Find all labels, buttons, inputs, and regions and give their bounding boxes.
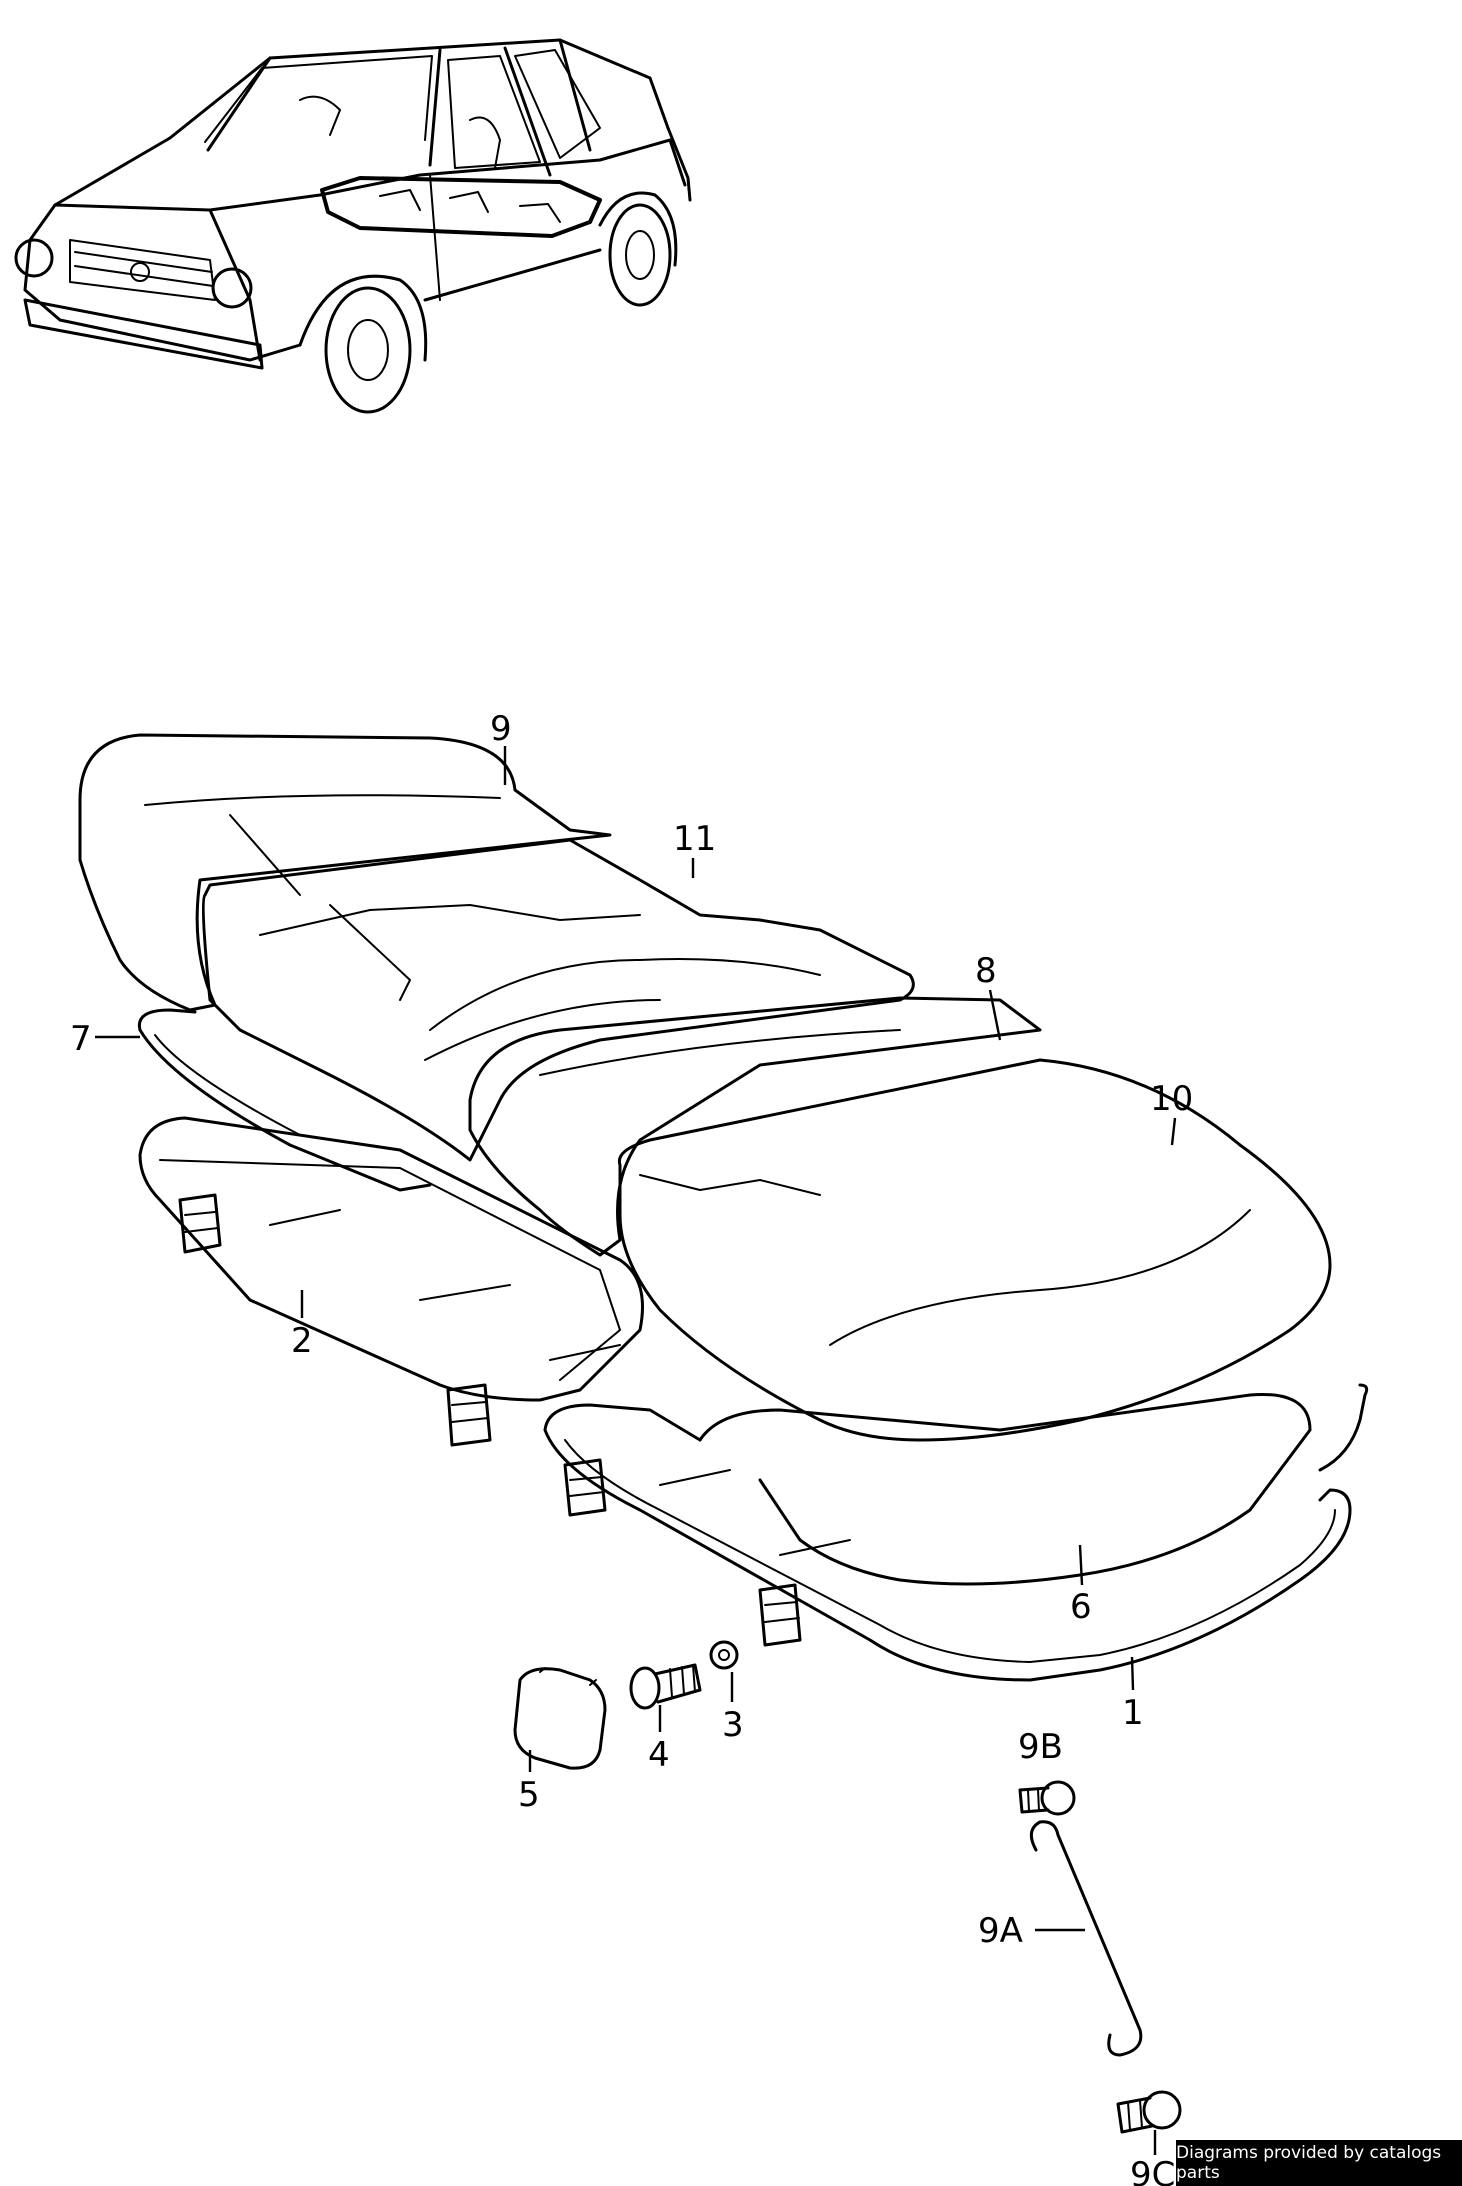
label-1: 1 — [1122, 1693, 1144, 1733]
bolt-9b — [1018, 1780, 1076, 1816]
backrest-frame — [137, 1008, 432, 1192]
backrest-mount-frame — [138, 1116, 644, 1402]
backrest-cover-fabric — [78, 733, 612, 1012]
label-8: 8 — [975, 951, 997, 991]
hinge-bracket-1 — [178, 1193, 222, 1254]
label-6: 6 — [1070, 1587, 1092, 1627]
backrest-assembly — [78, 733, 915, 1192]
seat-base — [698, 1392, 1312, 1586]
bolt-9c — [1116, 2090, 1182, 2134]
cushion-mount-frame — [543, 1403, 1352, 1682]
label-11: 11 — [673, 819, 716, 859]
label-9a: 9A — [978, 1911, 1023, 1951]
washer-3 — [709, 1640, 739, 1670]
credit-banner: Diagrams provided by catalogs parts — [1176, 2140, 1462, 2186]
label-9c: 9C — [1130, 2155, 1175, 2186]
label-9b: 9B — [1018, 1727, 1063, 1767]
cap-5 — [513, 1667, 607, 1770]
label-10: 10 — [1150, 1079, 1193, 1119]
cushion-cover-fabric — [468, 996, 1042, 1257]
seat-cushion-pad — [617, 1058, 1332, 1442]
hinge-bracket-4 — [758, 1583, 802, 1647]
label-9: 9 — [490, 709, 512, 749]
cable-9a — [1029, 1820, 1143, 2057]
backrest-padding — [201, 838, 915, 1162]
bolt-4 — [629, 1663, 702, 1710]
label-2: 2 — [291, 1321, 313, 1361]
label-7: 7 — [70, 1019, 92, 1059]
label-3: 3 — [722, 1705, 744, 1745]
car-locator-illustration — [14, 38, 692, 414]
cushion-assembly — [138, 996, 1369, 1682]
hinge-bracket-2 — [446, 1383, 492, 1447]
label-4: 4 — [648, 1735, 670, 1775]
hinge-bracket-3 — [563, 1458, 607, 1517]
label-5: 5 — [518, 1775, 540, 1815]
